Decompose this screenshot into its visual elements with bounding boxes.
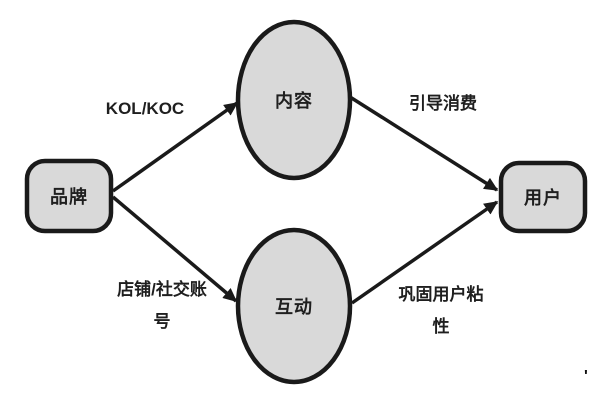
node-interaction-shape <box>235 227 353 385</box>
edge-interaction-to-user <box>350 200 499 305</box>
node-user-label: 用户 <box>524 188 562 208</box>
node-interaction-label: 互动 <box>275 297 313 317</box>
edge-brand-to-content <box>111 101 239 193</box>
node-content-label: 内容 <box>275 91 313 111</box>
node-user-shape <box>498 160 588 234</box>
edge-label-shop-social-account: 店铺/社交账号 <box>117 280 207 332</box>
node-brand-shape <box>24 158 114 234</box>
edge-brand-to-interaction <box>111 195 238 303</box>
edge-label-kol-koc: KOL/KOC <box>105 99 185 118</box>
stray-mark: ' <box>584 368 588 385</box>
node-content-shape <box>235 19 353 181</box>
edge-content-to-user <box>349 95 499 192</box>
node-brand-label: 品牌 <box>50 187 88 207</box>
edge-label-guide-consumption: 引导消费 <box>409 94 477 113</box>
edge-label-consolidate-stickiness: 巩固用户粘性 <box>398 285 484 337</box>
